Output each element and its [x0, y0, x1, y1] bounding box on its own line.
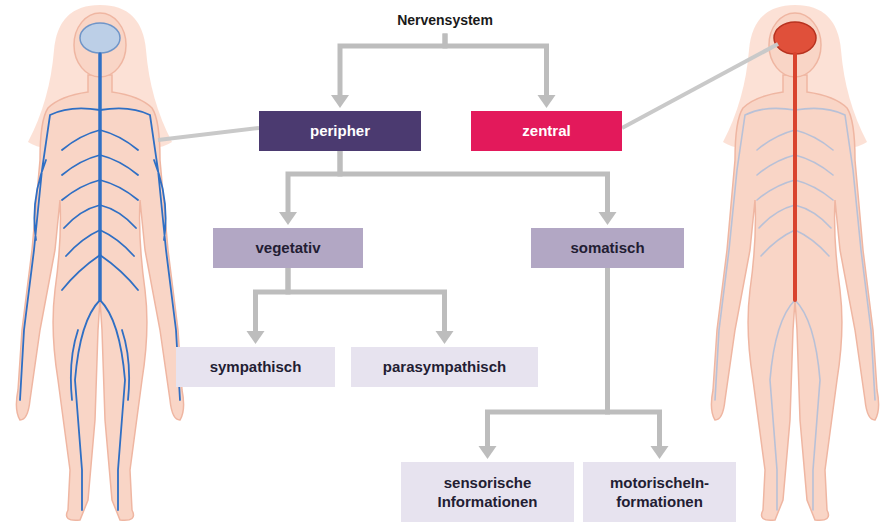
arrow-head: [479, 446, 497, 459]
node-label: Nervensystem: [397, 11, 493, 29]
leaf-box: sensorische Informationen: [401, 462, 574, 522]
hierarchy-connector: [340, 36, 445, 97]
leaf-box: sympathisch: [176, 347, 335, 387]
node-label: vegetativ: [255, 238, 320, 258]
node-label: zentral: [522, 121, 570, 141]
category-box: peripher: [259, 111, 421, 151]
node-label: sensorische Informationen: [409, 473, 566, 512]
arrow-head: [331, 95, 349, 108]
arrow-head: [651, 446, 669, 459]
node-label: somatisch: [570, 238, 644, 258]
spinal-cord: [98, 54, 102, 300]
hierarchy-connector: [256, 270, 289, 333]
arrow-head: [247, 331, 265, 344]
node-label: peripher: [310, 121, 370, 141]
hierarchy-connector: [445, 36, 547, 97]
arrow-head: [436, 331, 454, 344]
node-label: parasympathisch: [383, 357, 506, 377]
node-label: motorischeIn- formationen: [591, 473, 728, 512]
hierarchy-connector: [608, 270, 660, 448]
leader-line: [158, 128, 259, 140]
arrow-head: [279, 212, 297, 225]
root-label: Nervensystem: [370, 6, 520, 34]
hierarchy-connector: [288, 270, 445, 333]
arrow-head: [599, 212, 617, 225]
brain: [80, 23, 120, 53]
hierarchy-connector: [288, 153, 340, 214]
leaf-box: parasympathisch: [351, 347, 538, 387]
brain: [774, 22, 816, 54]
left-figure: [16, 5, 183, 520]
arrow-head: [538, 95, 556, 108]
right-figure: [711, 5, 878, 520]
spinal-cord: [793, 54, 797, 300]
subcategory-box: somatisch: [531, 228, 684, 268]
node-label: sympathisch: [210, 357, 302, 377]
hierarchy-connector: [340, 153, 608, 214]
leaf-box: motorischeIn- formationen: [583, 462, 736, 522]
leader-line: [622, 44, 778, 128]
subcategory-box: vegetativ: [213, 228, 363, 268]
category-box: zentral: [471, 111, 622, 151]
